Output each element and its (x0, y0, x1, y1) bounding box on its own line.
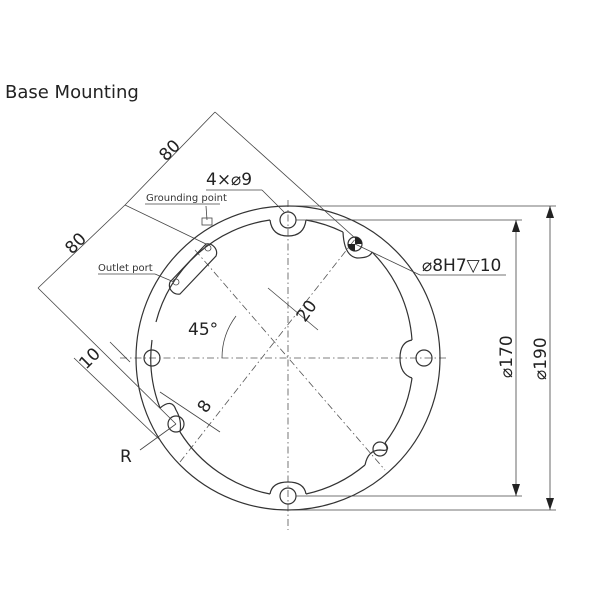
outlet-port-slot (168, 217, 218, 295)
dimension-8: 8 (159, 391, 221, 433)
dimension-45deg: 45° (188, 315, 237, 359)
angle-label: 45° (188, 320, 218, 340)
outlet-port-label: Outlet port (98, 263, 153, 274)
dimension-dia190: ⌀190 (288, 205, 556, 511)
dia170-label: ⌀170 (497, 335, 517, 378)
dimension-20: 20 (267, 287, 322, 331)
pin-label: ⌀8H7▽10 (422, 256, 501, 276)
dim-80-top-label: 80 (155, 136, 184, 165)
grounding-point-callout: Grounding point (145, 193, 227, 221)
dimension-pin: ⌀8H7▽10 (354, 243, 506, 276)
dim-8-label: 8 (194, 397, 217, 417)
pin-hole (347, 236, 388, 457)
dim-20-label: 20 (293, 297, 322, 326)
dim-80-left-label: 80 (61, 229, 90, 258)
dia190-label: ⌀190 (531, 337, 551, 380)
outlet-port-callout: Outlet port (98, 263, 175, 283)
dimension-holes: 4×⌀9 (206, 170, 285, 213)
dimension-radius: R (120, 423, 177, 467)
dimension-10: 10 (73, 341, 161, 441)
holes-label: 4×⌀9 (206, 170, 252, 190)
centerlines (120, 200, 448, 530)
mounting-holes (143, 211, 433, 505)
grounding-point-label: Grounding point (146, 193, 227, 204)
dimension-80-left: 80 (37, 204, 177, 425)
inner-flange-outline (150, 219, 413, 495)
radius-label: R (120, 447, 132, 467)
dim-10-label: 10 (75, 344, 104, 373)
page-title: Base Mounting (5, 82, 139, 103)
dimension-dia170: ⌀170 (296, 219, 522, 497)
